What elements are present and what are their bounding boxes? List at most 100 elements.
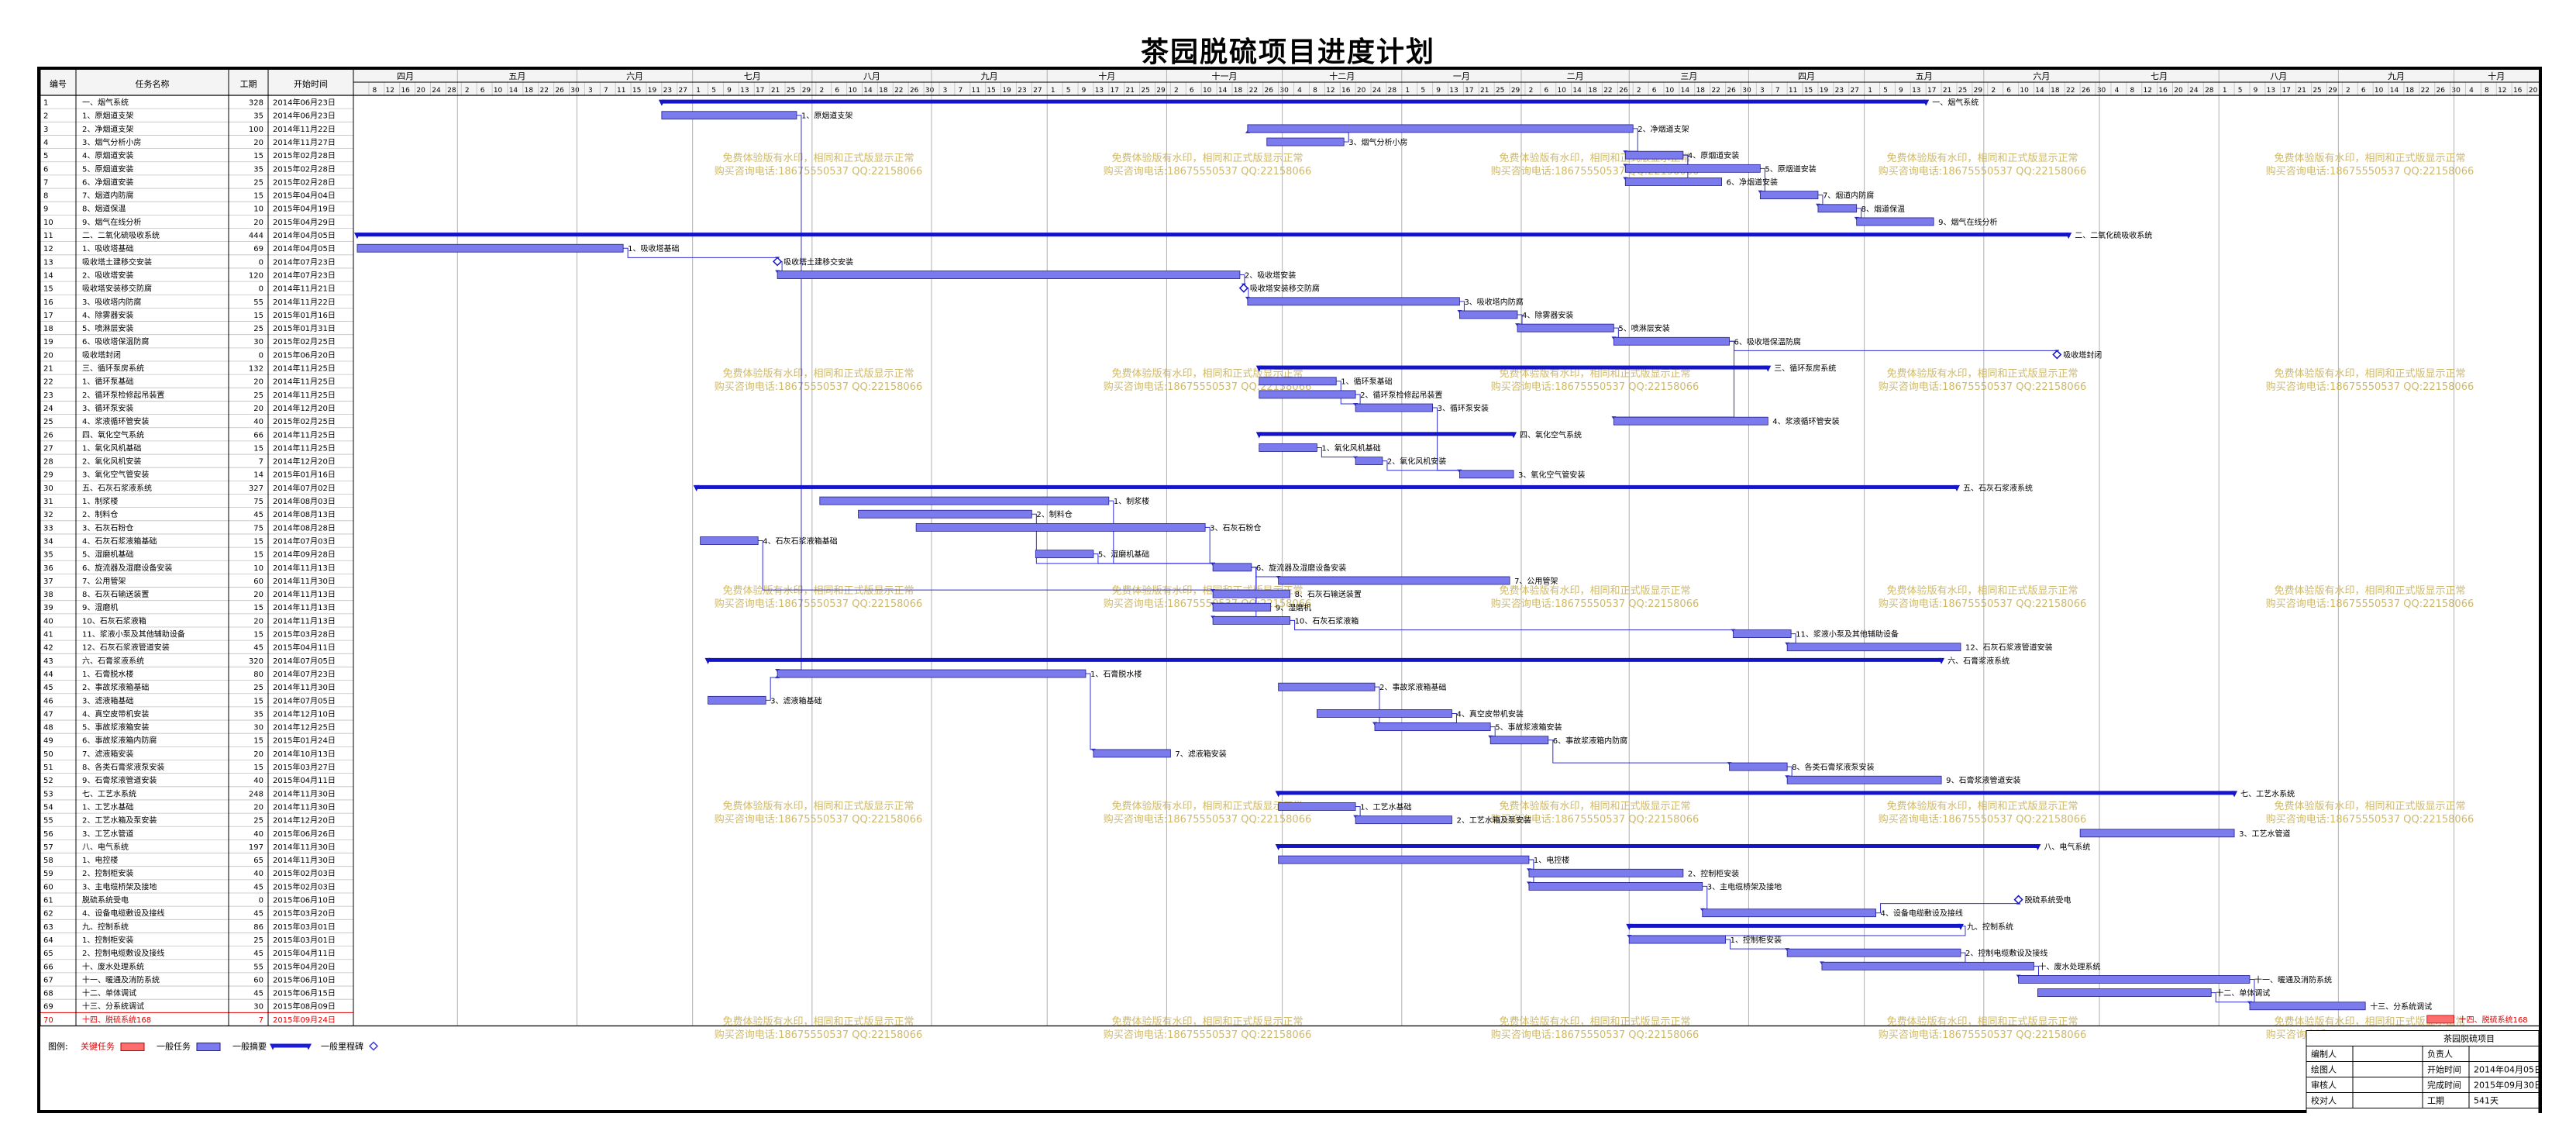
- task-duration: 40: [253, 418, 263, 426]
- day-label: 26: [1727, 87, 1736, 95]
- task-bar: [1212, 563, 1252, 572]
- watermark-text: 购买咨询电话:18675550537 QQ:22158066: [2266, 598, 2474, 610]
- task-duration: 20: [253, 219, 263, 227]
- day-label: 26: [1265, 87, 1274, 95]
- task-bar: [1093, 749, 1171, 758]
- day-label: 21: [1125, 87, 1134, 95]
- bar-label: 3、氧化空气管安装: [1518, 470, 1585, 480]
- milestone-diamond: [2013, 895, 2023, 905]
- day-label: 17: [1111, 87, 1119, 95]
- task-start: 2014年08月13日: [273, 509, 336, 519]
- task-start: 2015年02月28日: [273, 177, 336, 187]
- task-duration: 65: [253, 857, 263, 865]
- task-id: 15: [43, 285, 53, 294]
- task-name: 10、石灰石浆液箱: [82, 615, 146, 626]
- task-duration: 120: [249, 271, 263, 280]
- task-bar: [1624, 178, 1723, 186]
- task-start: 2014年06月23日: [273, 111, 336, 121]
- task-id: 68: [43, 990, 53, 998]
- task-name: 2、制料仓: [82, 509, 118, 519]
- task-name: 9、烟气在线分析: [82, 217, 141, 227]
- bar-label: 1、原烟道支架: [801, 111, 852, 121]
- day-label: 5: [2238, 87, 2243, 95]
- day-label: 27: [1033, 87, 1042, 95]
- watermark-text: 免费体验版有水印，相同和正式版显示正常: [722, 584, 914, 597]
- task-duration: 100: [249, 126, 263, 134]
- watermark-text: 购买咨询电话:18675550537 QQ:22158066: [715, 165, 923, 178]
- month-label: 十一月: [1212, 71, 1238, 81]
- task-id: 63: [43, 923, 53, 932]
- task-bar: [1212, 616, 1290, 625]
- day-label: 20: [1357, 87, 1366, 95]
- task-bar: [1278, 802, 1356, 811]
- task-duration: 15: [253, 537, 263, 546]
- task-duration: 10: [253, 564, 263, 573]
- task-start: 2014年11月30日: [273, 842, 336, 852]
- task-bar: [1459, 310, 1518, 319]
- task-start: 2014年04月05日: [273, 230, 336, 240]
- task-id: 31: [43, 498, 53, 506]
- bar-label: 九、控制系统: [1967, 922, 2013, 932]
- day-label: 22: [1249, 87, 1258, 95]
- task-duration: 45: [253, 950, 263, 958]
- bar-label: 3、循环泵安装: [1438, 403, 1489, 413]
- task-id: 45: [43, 684, 53, 692]
- task-name: 五、石灰石浆液系统: [82, 483, 152, 493]
- bar-label: 4、浆液循环管安装: [1772, 416, 1839, 426]
- task-id: 70: [43, 1016, 53, 1025]
- task-duration: 40: [253, 777, 263, 785]
- bar-label: 9、石膏浆液管道安装: [1946, 775, 2020, 785]
- watermark-text: 购买咨询电话:18675550537 QQ:22158066: [2266, 165, 2474, 178]
- task-duration: 20: [253, 750, 263, 759]
- day-label: 2: [1529, 87, 1534, 95]
- task-id: 18: [43, 325, 53, 333]
- task-bar: [1459, 470, 1514, 479]
- watermark-text: 购买咨询电话:18675550537 QQ:22158066: [1491, 813, 1700, 826]
- task-bar: [1247, 124, 1634, 133]
- bar-label: 二、二氧化硫吸收系统: [2075, 230, 2152, 240]
- legend-label: 关键任务: [81, 1041, 115, 1052]
- task-bar: [777, 271, 1241, 279]
- day-label: 14: [863, 87, 873, 95]
- day-label: 13: [2267, 87, 2275, 95]
- day-label: 24: [432, 87, 441, 95]
- day-label: 14: [1681, 87, 1690, 95]
- dependency-link: [1205, 526, 1214, 565]
- watermark-text: 免费体验版有水印，相同和正式版显示正常: [722, 800, 914, 812]
- day-label: 21: [1943, 87, 1951, 95]
- bar-label: 十二、单体调试: [2216, 988, 2270, 998]
- task-bar: [1628, 935, 1726, 944]
- month-label: 六月: [626, 71, 643, 81]
- month-label: 一月: [1453, 71, 1470, 81]
- column-header-2: 工期: [240, 79, 257, 89]
- day-label: 21: [771, 87, 780, 95]
- task-start: 2015年01月16日: [273, 310, 336, 320]
- task-start: 2014年10月13日: [273, 749, 336, 759]
- day-label: 10: [1203, 87, 1212, 95]
- watermark-text: 购买咨询电话:18675550537 QQ:22158066: [1491, 1029, 1700, 1041]
- watermark-text: 免费体验版有水印，相同和正式版显示正常: [1499, 800, 1690, 812]
- day-label: 7: [1775, 87, 1780, 95]
- task-name: 3、烟气分析小房: [82, 137, 141, 147]
- day-label: 2: [1174, 87, 1179, 95]
- bar-label: 7、烟道内防腐: [1823, 191, 1874, 201]
- task-name: 11、浆液小泵及其他辅助设备: [82, 629, 185, 640]
- day-label: 12: [386, 87, 394, 95]
- task-duration: 60: [253, 976, 263, 984]
- day-label: 8: [373, 87, 377, 95]
- task-duration: 20: [253, 405, 263, 413]
- day-label: 26: [910, 87, 919, 95]
- task-duration: 30: [253, 724, 263, 733]
- month-label: 九月: [2388, 71, 2405, 81]
- bar-label: 十三、分系统调试: [2370, 1001, 2432, 1012]
- day-label: 10: [494, 87, 503, 95]
- task-duration: 15: [253, 312, 263, 320]
- milestone-diamond: [773, 257, 783, 267]
- day-label: 6: [1190, 87, 1194, 95]
- task-start: 2014年11月13日: [273, 589, 336, 599]
- task-name: 3、石灰石粉仓: [82, 522, 133, 533]
- task-name: 1、氧化风机基础: [82, 443, 141, 453]
- task-bar: [1729, 762, 1788, 771]
- bar-label: 2、控制柜安装: [1688, 868, 1739, 878]
- task-bar: [1702, 908, 1876, 918]
